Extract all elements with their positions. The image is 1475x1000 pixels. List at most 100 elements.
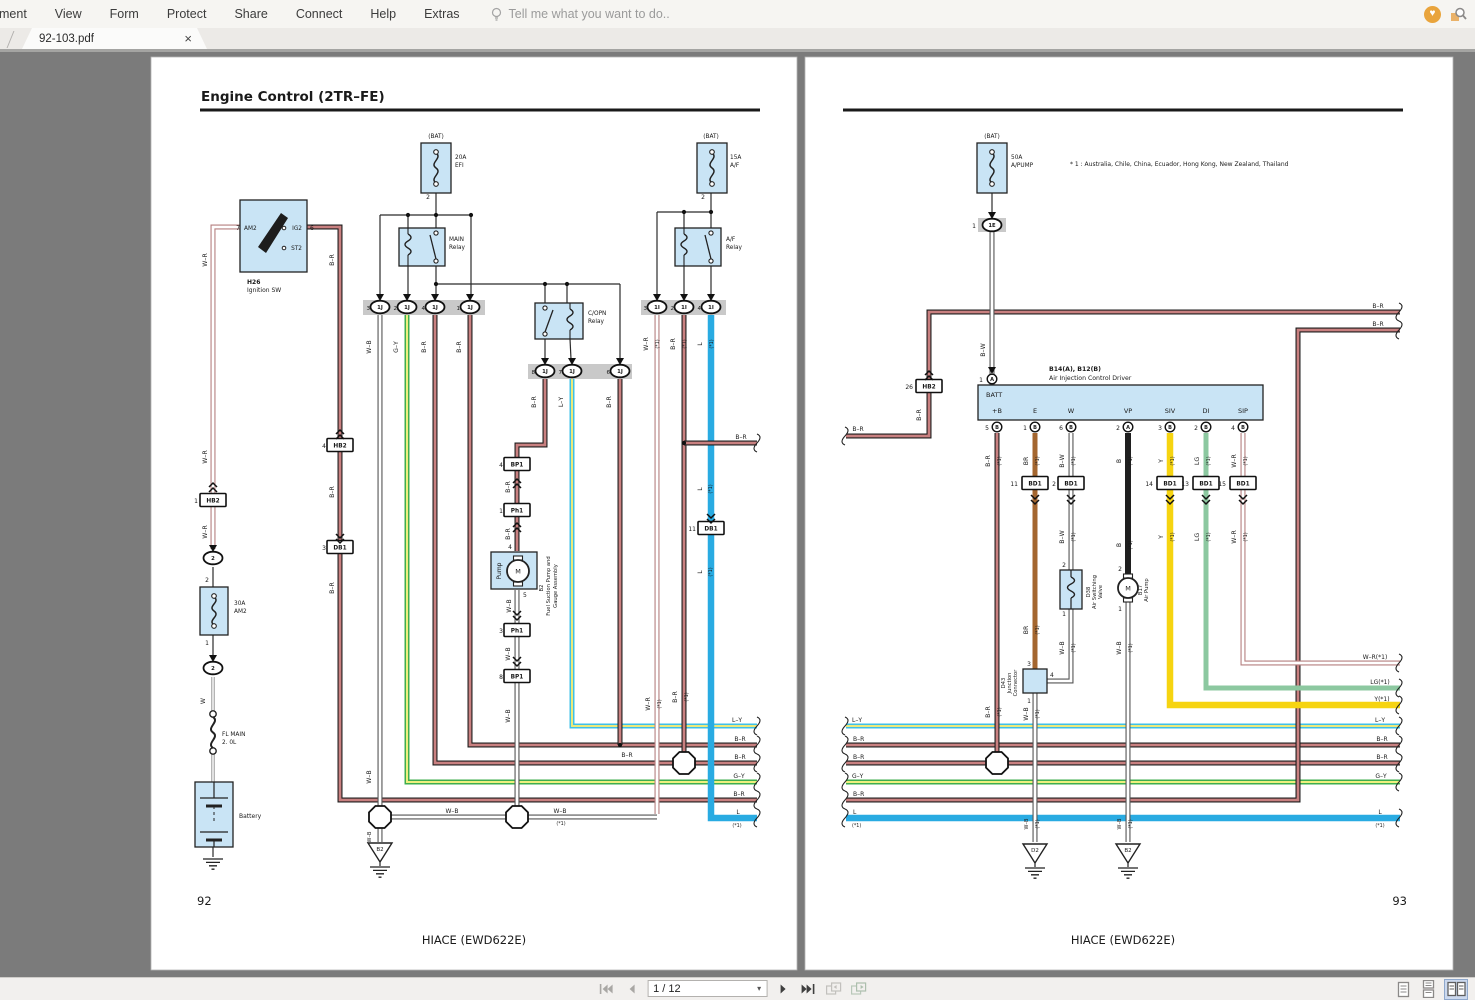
arrow-icon <box>209 655 217 662</box>
single-page-view-button[interactable] <box>1394 980 1412 999</box>
wire-break-mark <box>1395 753 1403 773</box>
next-page-icon <box>780 984 786 993</box>
diagram-label: 50A <box>1011 155 1022 161</box>
last-page-button[interactable] <box>799 980 817 997</box>
heart-icon[interactable]: ♥ <box>1424 5 1441 23</box>
wire-core-br <box>468 315 757 747</box>
connector-BD1 <box>1229 475 1257 491</box>
diagram-label: 15 <box>1218 481 1226 488</box>
arrow-icon <box>707 294 715 301</box>
diagram-label: BP1 <box>511 674 524 680</box>
diagram-label: 11 <box>1010 481 1018 488</box>
connector-BD1 <box>1021 475 1049 491</box>
menu-item-connect[interactable]: Connect <box>295 7 343 21</box>
diagram-label: Y(*1) <box>1373 696 1389 703</box>
diagram-label: 8 <box>499 674 503 681</box>
first-page-button[interactable] <box>597 980 615 997</box>
component-box <box>1022 668 1048 694</box>
diagram-label: Y <box>1158 535 1165 540</box>
diagram-label: B–R <box>606 395 613 407</box>
menu-item-share[interactable]: Share <box>234 7 268 21</box>
menu-item-form[interactable]: Form <box>109 7 139 21</box>
arrow-icon <box>568 358 576 365</box>
diagram-label: B–R <box>329 485 336 497</box>
junction-octagon <box>505 805 529 829</box>
diagram-label: (*1) <box>1170 532 1176 541</box>
document-tab[interactable]: 92-103.pdf × <box>22 28 207 49</box>
diagram-label: W–B <box>1024 818 1030 829</box>
diagram-label: (*1) <box>657 699 663 708</box>
menu-item-help[interactable]: Help <box>370 7 397 21</box>
diagram-label: L–Y <box>732 717 742 724</box>
diagram-label: 6 <box>607 370 611 376</box>
diagram-label: 2 <box>1118 566 1122 573</box>
diagram-label: +B <box>992 407 1002 415</box>
diagram-label: L <box>1378 809 1382 816</box>
arrow-icon <box>376 294 384 301</box>
tab-close-icon[interactable]: × <box>184 31 192 46</box>
ground-hatch <box>203 858 223 870</box>
diagram-label: (*1) <box>1035 625 1041 634</box>
wire-break-mark <box>1395 653 1403 673</box>
diagram-label: Gauge Assembly <box>553 564 559 608</box>
next-view-button[interactable] <box>849 980 867 997</box>
tab-bar: 92-103.pdf × <box>0 28 1475 52</box>
diagram-label: BP1 <box>511 462 524 468</box>
diagram-label: B–R <box>1376 736 1387 743</box>
diagram-label: (*1) <box>1071 532 1077 541</box>
diagram-label: EFI <box>455 163 464 169</box>
diagram-label: B–R <box>853 754 864 761</box>
menu-item-view[interactable]: View <box>54 7 82 21</box>
diagram-label: B <box>1116 543 1123 547</box>
arrow-icon <box>680 294 688 301</box>
tell-me-box[interactable]: Tell me what you want to do.. <box>490 7 670 22</box>
fusible-link-element <box>210 716 216 749</box>
two-page-view-button[interactable] <box>1444 978 1468 1000</box>
diagram-label: Valve <box>1098 585 1104 599</box>
diagram-label: B–R <box>1372 321 1383 328</box>
previous-page-button[interactable] <box>622 980 640 997</box>
ground-triangle <box>1021 843 1049 865</box>
diagram-label: 1I <box>708 305 714 311</box>
diagram-label: BD1 <box>1199 481 1212 487</box>
wire-break-mark <box>753 808 761 828</box>
diagram-label: (*1) <box>1170 456 1176 465</box>
previous-view-button[interactable] <box>824 980 842 997</box>
diagram-label: W–R <box>202 450 209 464</box>
wire-core-wr <box>211 225 242 494</box>
page-number-field[interactable]: 1 / 12 ▾ <box>647 980 768 997</box>
search-icon[interactable] <box>1450 6 1467 22</box>
continuous-view-button[interactable] <box>1419 980 1437 999</box>
chevron-marker <box>924 369 934 381</box>
tab-title: 92-103.pdf <box>39 32 94 45</box>
relay-switch <box>704 234 712 260</box>
diagram-label: LG <box>1194 457 1201 465</box>
menu-item-document[interactable]: ment <box>0 7 27 21</box>
wire-core-wb <box>1047 609 1073 683</box>
menu-item-extras[interactable]: Extras <box>424 7 460 21</box>
menu-item-protect[interactable]: Protect <box>166 7 207 21</box>
component-box <box>977 384 1264 421</box>
diagram-label: D2 <box>1031 848 1039 854</box>
junction-dot <box>468 212 474 218</box>
diagram-label: 1 <box>1118 606 1122 613</box>
diagram-label: 4 <box>508 544 512 551</box>
menubar-right-icons: ♥ <box>1424 5 1475 23</box>
diagram-label: L–Y <box>852 717 862 724</box>
diagram-label: (*1) <box>732 823 741 829</box>
diagram-label: B <box>1168 425 1172 431</box>
diagram-label: (*1) <box>1128 643 1134 652</box>
chevron-marker <box>1201 494 1211 506</box>
junction-dot <box>564 281 570 287</box>
next-view-icon <box>850 981 866 995</box>
diagram-label: 15A <box>730 155 741 161</box>
fuse-terminal <box>989 181 995 187</box>
diagram-label: B2 <box>376 847 383 853</box>
diagram-label: B–R <box>1376 754 1387 761</box>
diagram-label: A <box>1126 425 1130 431</box>
diagram-label: 4 <box>499 462 503 469</box>
connector-BD1 <box>1192 475 1220 491</box>
next-page-button[interactable] <box>774 980 792 997</box>
diagram-label: (*1) <box>1206 532 1212 541</box>
